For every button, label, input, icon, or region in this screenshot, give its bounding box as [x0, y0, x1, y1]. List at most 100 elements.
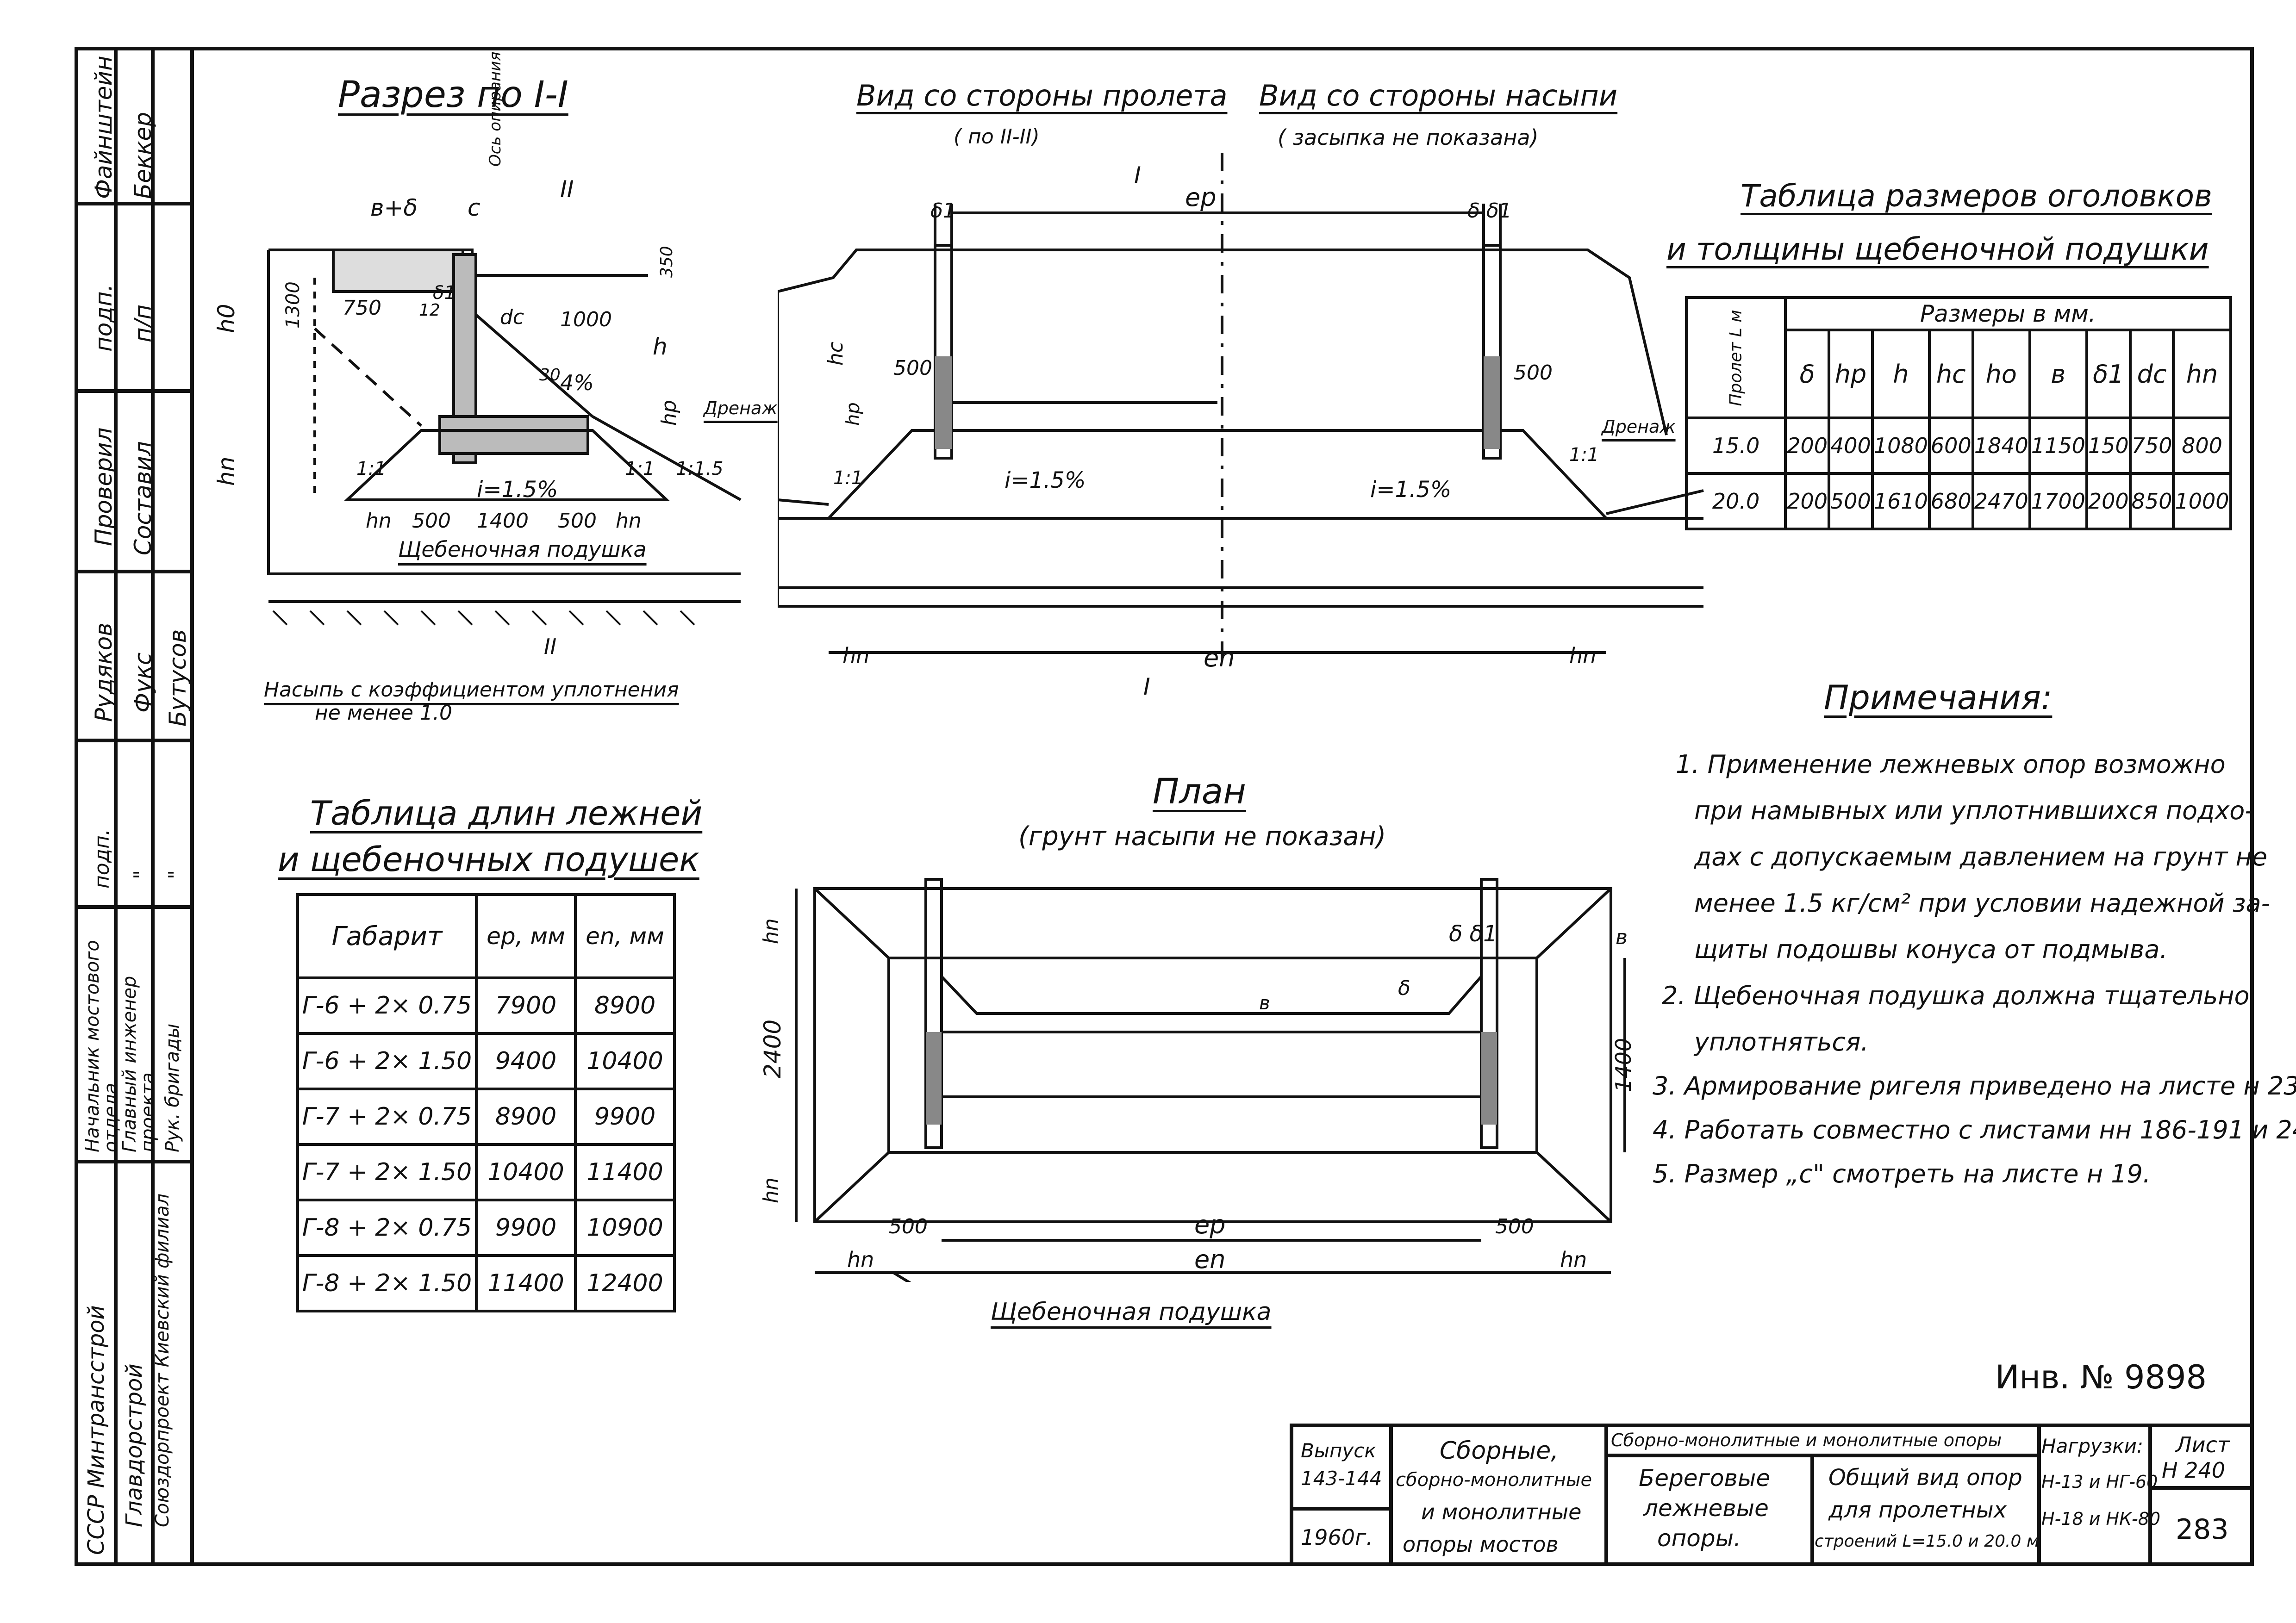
- view-500b: 500: [1514, 361, 1553, 385]
- sec-slope-11b: 1:1: [625, 458, 655, 479]
- note-line: щиты подошвы конуса от подмыва.: [1694, 935, 2168, 964]
- lengths-col-header: ep, мм: [474, 893, 577, 979]
- plan-hn-top: hn: [759, 918, 783, 944]
- sec-b-delta: в+δ: [370, 194, 418, 221]
- lengths-table: Габарит ep, мм en, мм Г-6 + 2× 0.75 7900…: [296, 893, 676, 1312]
- view-span-sub: ( по II-II): [954, 125, 1040, 149]
- stamp-checked: Проверил: [90, 427, 117, 546]
- plan-500r: 500: [1495, 1215, 1534, 1238]
- plan-b: в: [1616, 926, 1628, 949]
- sec-slope-11: 1:1: [356, 458, 387, 479]
- stamp-sign-label: подп.: [90, 284, 117, 352]
- view-hp: hр: [842, 402, 864, 426]
- sec-delta1: δ1: [433, 282, 456, 304]
- sizes-cell: 200: [2085, 472, 2132, 530]
- plan-delta-delta1: δ δ1: [1449, 921, 1497, 947]
- tb-year: 1960г.: [1301, 1525, 1373, 1550]
- tb-series-3: и монолитные: [1421, 1499, 1582, 1524]
- sec-embankment-1: Насыпь с коэффициентом уплотнения: [264, 678, 679, 702]
- view-delta1: δ1: [930, 199, 956, 223]
- sizes-cell: 150: [2085, 417, 2132, 475]
- view-slope-l: 1:1: [833, 467, 863, 489]
- view-hn-r: hn: [1569, 643, 1597, 668]
- stamp-composed: Составил: [130, 441, 156, 555]
- sizes-col-header: hn: [2172, 329, 2232, 419]
- sec-500a: 500: [412, 509, 451, 533]
- sec-12: 12: [419, 301, 440, 320]
- tb-issue-value: 143-144: [1301, 1467, 1382, 1490]
- stamp-name-fuks: Фукс: [130, 652, 156, 713]
- view-roman-1: I: [1134, 162, 1141, 189]
- lengths-cell: 9400: [474, 1032, 577, 1090]
- lengths-cell: 10400: [574, 1032, 676, 1090]
- stamp-chief-engineer: Главный инженер проекта: [119, 976, 159, 1152]
- note-line: 4. Работать совместно с листами нн 186-1…: [1653, 1115, 2296, 1144]
- sizes-col-header: δ1: [2085, 329, 2132, 419]
- section-title: Разрез по I-I: [338, 74, 568, 116]
- plan-title: План: [1153, 771, 1246, 812]
- tb-desc-1: Общий вид опор: [1828, 1465, 2022, 1491]
- plan-1400: 1400: [1611, 1038, 1636, 1092]
- view-hn-l: hn: [842, 643, 870, 668]
- stamp-org-2: Главдорстрой: [121, 1363, 147, 1527]
- note-line: 2. Щебеночная подушка должна тщательно: [1662, 981, 2250, 1010]
- tb-category: Сборно-монолитные и монолитные опоры: [1611, 1430, 2002, 1450]
- sec-350: 350: [657, 246, 676, 278]
- tb-desc-3: строений L=15.0 и 20.0 м: [1815, 1532, 2039, 1551]
- tb-sheet-code: Н 240: [2162, 1458, 2226, 1483]
- stamp-org-3: Союздорпроект Киевский филиал: [152, 1194, 173, 1527]
- sizes-table-title-1: Таблица размеров оголовков: [1741, 178, 2212, 214]
- note-line: 1. Применение лежневых опор возможно: [1676, 750, 2226, 779]
- tb-series-4: опоры мостов: [1403, 1532, 1559, 1557]
- tb-issue-label: Выпуск: [1301, 1439, 1376, 1462]
- sec-30: 30: [539, 366, 561, 385]
- sizes-table-title-2: и толщины щебеночной подушки: [1666, 231, 2209, 267]
- sec-embankment-2: не менее 1.0: [315, 701, 452, 725]
- sec-axis: Ось опирания: [486, 51, 505, 167]
- plan-ep: ep: [1194, 1210, 1226, 1239]
- sizes-cell: 1610: [1871, 472, 1931, 530]
- lengths-header-row: Габарит ep, мм en, мм: [296, 893, 676, 979]
- sec-roman-2b: II: [544, 634, 557, 659]
- sec-1300: 1300: [282, 281, 304, 329]
- note-line: дах с допускаемым давлением на грунт не: [1694, 842, 2268, 871]
- plan-500l: 500: [889, 1215, 928, 1238]
- stamp-ditto-2: ": [164, 870, 188, 879]
- plan-sub: (грунт насыпи не показан): [1018, 821, 1386, 852]
- sizes-cell: 1080: [1871, 417, 1931, 475]
- lengths-table-title-1: Таблица длин лежней: [310, 794, 703, 833]
- note-line: 5. Размер „с" смотреть на листе н 19.: [1653, 1159, 2151, 1188]
- tb-desc-2: для пролетных: [1828, 1497, 2007, 1523]
- sec-1000: 1000: [560, 308, 612, 331]
- view-emb-title: Вид со стороны насыпи: [1259, 79, 1618, 112]
- note-line: уплотняться.: [1694, 1027, 1869, 1057]
- lengths-cell: Г-7 + 2× 0.75: [296, 1088, 478, 1146]
- lengths-cell: Г-8 + 2× 0.75: [296, 1199, 478, 1257]
- lengths-table-title-2: и щебеночных подушек: [278, 840, 699, 879]
- view-500: 500: [893, 356, 932, 380]
- tb-loads-label: Нагрузки:: [2041, 1435, 2144, 1457]
- sec-slope-115: 1:1.5: [676, 458, 724, 479]
- sizes-cell: 600: [1928, 417, 1974, 475]
- sec-500b: 500: [558, 509, 597, 533]
- sizes-cell: 850: [2128, 472, 2175, 530]
- lengths-col-header: Габарит: [296, 893, 478, 979]
- sec-hn-b: hn: [366, 509, 392, 533]
- sizes-cell: 20.0: [1685, 472, 1787, 530]
- plan-b-mid: в: [1259, 993, 1270, 1014]
- view-drawing: [778, 153, 1704, 662]
- sec-slope-i: i=1.5%: [477, 477, 558, 503]
- sizes-col-header: h: [1871, 329, 1931, 419]
- lengths-row: Г-6 + 2× 0.75 7900 8900: [296, 976, 676, 1035]
- view-delta-delta1: δ δ1: [1467, 199, 1512, 223]
- stamp-signer-2: Беккер: [130, 112, 156, 199]
- tb-loads-1: Н-13 и НГ-60: [2041, 1472, 2158, 1492]
- sec-roman-2: II: [560, 176, 574, 203]
- stamp-sign-mark: п/п: [130, 304, 156, 342]
- view-drain-r: Дренаж: [1602, 417, 1676, 437]
- lengths-cell: Г-7 + 2× 1.50: [296, 1143, 478, 1201]
- sizes-cell: 1700: [2028, 472, 2088, 530]
- view-roman-1b: I: [1143, 673, 1150, 700]
- note-line: менее 1.5 кг/см² при условии надежной за…: [1694, 889, 2271, 918]
- sizes-cell: 1150: [2028, 417, 2088, 475]
